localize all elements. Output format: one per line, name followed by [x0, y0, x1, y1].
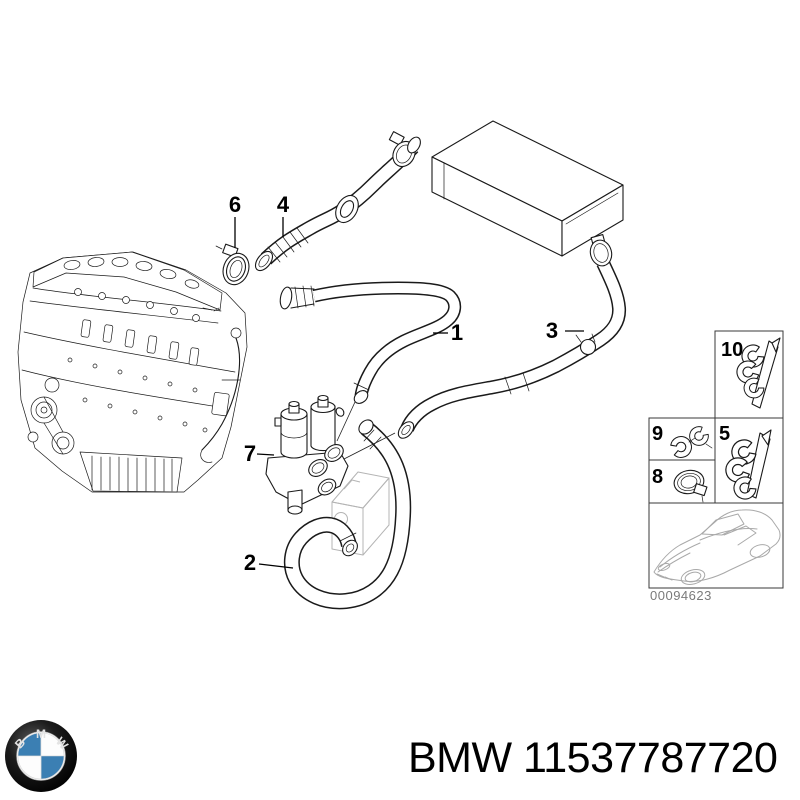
leader-7 — [256, 453, 275, 456]
leader-2 — [258, 563, 294, 569]
engine-illustration — [17, 251, 248, 493]
hose-4-ring-connector — [335, 194, 359, 224]
callout-5: 5 — [719, 423, 730, 445]
clamp-6-drawing — [215, 243, 250, 286]
callout-10: 10 — [721, 339, 743, 361]
car-silhouette — [653, 509, 781, 585]
callout-labels: 6 4 1 3 7 2 — [229, 192, 584, 575]
hose-2-drawing — [283, 419, 412, 610]
hose-1-drawing — [279, 281, 462, 404]
hose-3-port — [579, 338, 597, 356]
cell-car — [648, 502, 784, 589]
callout-8: 8 — [652, 466, 663, 488]
bracket-10-drawing — [733, 337, 781, 409]
small-parts-grid: 10 9 8 5 — [648, 330, 784, 603]
hose-3-top-clamp — [589, 234, 613, 267]
bracket-5-drawing — [723, 429, 772, 504]
valve-to-hose3-leader — [343, 432, 396, 460]
callout-3: 3 — [546, 318, 558, 343]
hose-4-corrugation — [267, 227, 309, 263]
bmw-logo-letter-m: M — [36, 727, 46, 741]
drawing-number: 00094623 — [650, 588, 712, 603]
part-number-text: BMW 11537787720 — [408, 734, 778, 782]
water-valve-assembly — [265, 394, 396, 515]
hose-3-drawing — [397, 234, 627, 439]
callout-7: 7 — [244, 441, 256, 466]
hose-4-drawing — [254, 131, 421, 272]
callout-1: 1 — [451, 320, 463, 345]
callout-4: 4 — [277, 192, 290, 217]
clip-9-drawing — [668, 423, 713, 461]
clamp-8-drawing — [673, 469, 708, 503]
heater-core-box — [431, 120, 624, 257]
bmw-logo: B M W — [5, 720, 77, 792]
callout-9: 9 — [652, 423, 663, 445]
callout-6: 6 — [229, 192, 241, 217]
valve-to-hose1-leader — [336, 401, 356, 442]
callout-2: 2 — [244, 550, 256, 575]
